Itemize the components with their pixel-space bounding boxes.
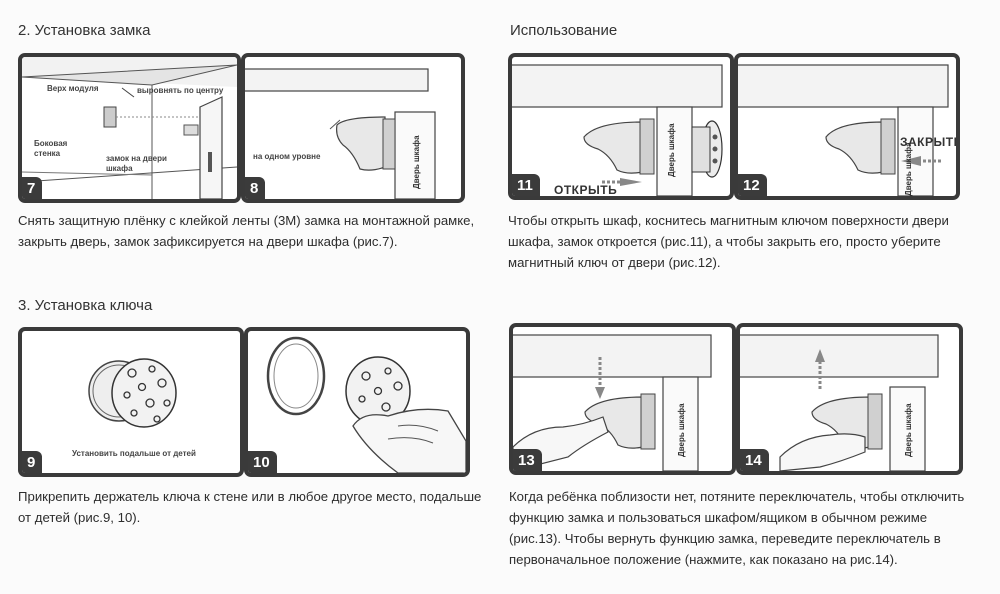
figure-9-number: 9 — [22, 451, 43, 473]
label-cabinet-door: Дверь шкафа — [677, 403, 686, 457]
figure-11-number: 11 — [512, 174, 540, 196]
figure-11: ОТКРЫТЬ Дверь шкафа 11 — [508, 53, 734, 200]
section-heading-lock-install: 2. Установка замка — [18, 22, 151, 39]
figure-9: Установить подальше от детей 9 — [18, 327, 244, 477]
figure-13-number: 13 — [513, 449, 542, 471]
figure-10: 10 — [244, 327, 470, 477]
caption-lock-install: Снять защитную плёнку с клейкой ленты (3… — [18, 210, 488, 252]
label-align-center: выровнять по центру — [137, 86, 224, 95]
figure-14: Дверь шкафа 14 — [736, 323, 963, 475]
caption-switch-usage: Когда ребёнка поблизости нет, потяните п… — [509, 486, 984, 570]
figure-13: Дверь шкафа 13 — [509, 323, 736, 475]
label-open: ОТКРЫТЬ — [554, 183, 618, 197]
caption-line: шкафа, замок откроется (рис.11), а чтобы… — [508, 234, 941, 249]
figure-13-drawing — [513, 334, 712, 471]
caption-line: Снять защитную плёнку с клейкой ленты (3… — [18, 213, 475, 228]
caption-line: Когда ребёнка поблизости нет, потяните п… — [509, 489, 965, 504]
caption-line: функцию замка и пользоваться шкафом/ящик… — [509, 510, 928, 525]
section-heading-usage: Использование — [510, 22, 618, 39]
figure-8-number: 8 — [245, 177, 266, 199]
label-cabinet-door: Дверь шкафа — [412, 135, 421, 189]
figure-14-drawing — [740, 334, 939, 471]
label-module-top: Верх модуля — [47, 84, 99, 93]
figure-12-number: 12 — [738, 174, 767, 196]
figure-10-drawing — [266, 336, 466, 473]
label-cabinet-door: Дверь шкафа — [904, 142, 913, 196]
figure-8-drawing — [245, 68, 436, 199]
section-heading-key-install: 3. Установка ключа — [18, 297, 153, 314]
figure-7-number: 7 — [22, 177, 43, 199]
caption-key-install: Прикрепить держатель ключа к стене или в… — [18, 486, 488, 528]
figure-12-drawing — [738, 64, 949, 196]
caption-line: первоначальное положение (нажмите, как п… — [509, 552, 898, 567]
caption-line: (рис.13). Чтобы вернуть функцию замка, п… — [509, 531, 941, 546]
label-cabinet-door: Дверь шкафа — [904, 403, 913, 457]
caption-line: Чтобы открыть шкаф, коснитесь магнитным … — [508, 213, 949, 228]
label-lock-on-door: замок на двери шкафа — [106, 154, 167, 173]
label-side-wall: Боковая стенка — [34, 139, 68, 158]
caption-line: от детей (рис.9, 10). — [18, 510, 141, 525]
figure-11-drawing — [512, 64, 723, 196]
caption-usage: Чтобы открыть шкаф, коснитесь магнитным … — [508, 210, 978, 273]
label-same-level: на одном уровне — [253, 152, 321, 161]
figure-14-number: 14 — [740, 449, 769, 471]
figure-10-number: 10 — [248, 451, 277, 473]
caption-line: закрыть дверь, замок зафиксируется на дв… — [18, 234, 398, 249]
figure-7-drawing — [22, 57, 237, 199]
figure-9-drawing — [88, 358, 177, 428]
label-cabinet-door: Дверь шкафа — [667, 123, 676, 177]
figure-12: ЗАКРЫТЬ Дверь шкафа 12 — [734, 53, 960, 200]
caption-line: магнитный ключ от двери (рис.12). — [508, 255, 721, 270]
figure-8: на одном уровне Дверь шкафа 8 — [241, 53, 465, 203]
label-close: ЗАКРЫТЬ — [900, 135, 960, 149]
label-install-away: Установить подальше от детей — [72, 449, 196, 458]
caption-line: Прикрепить держатель ключа к стене или в… — [18, 489, 482, 504]
figure-7: Верх модуля выровнять по центру Боковая … — [18, 53, 241, 203]
